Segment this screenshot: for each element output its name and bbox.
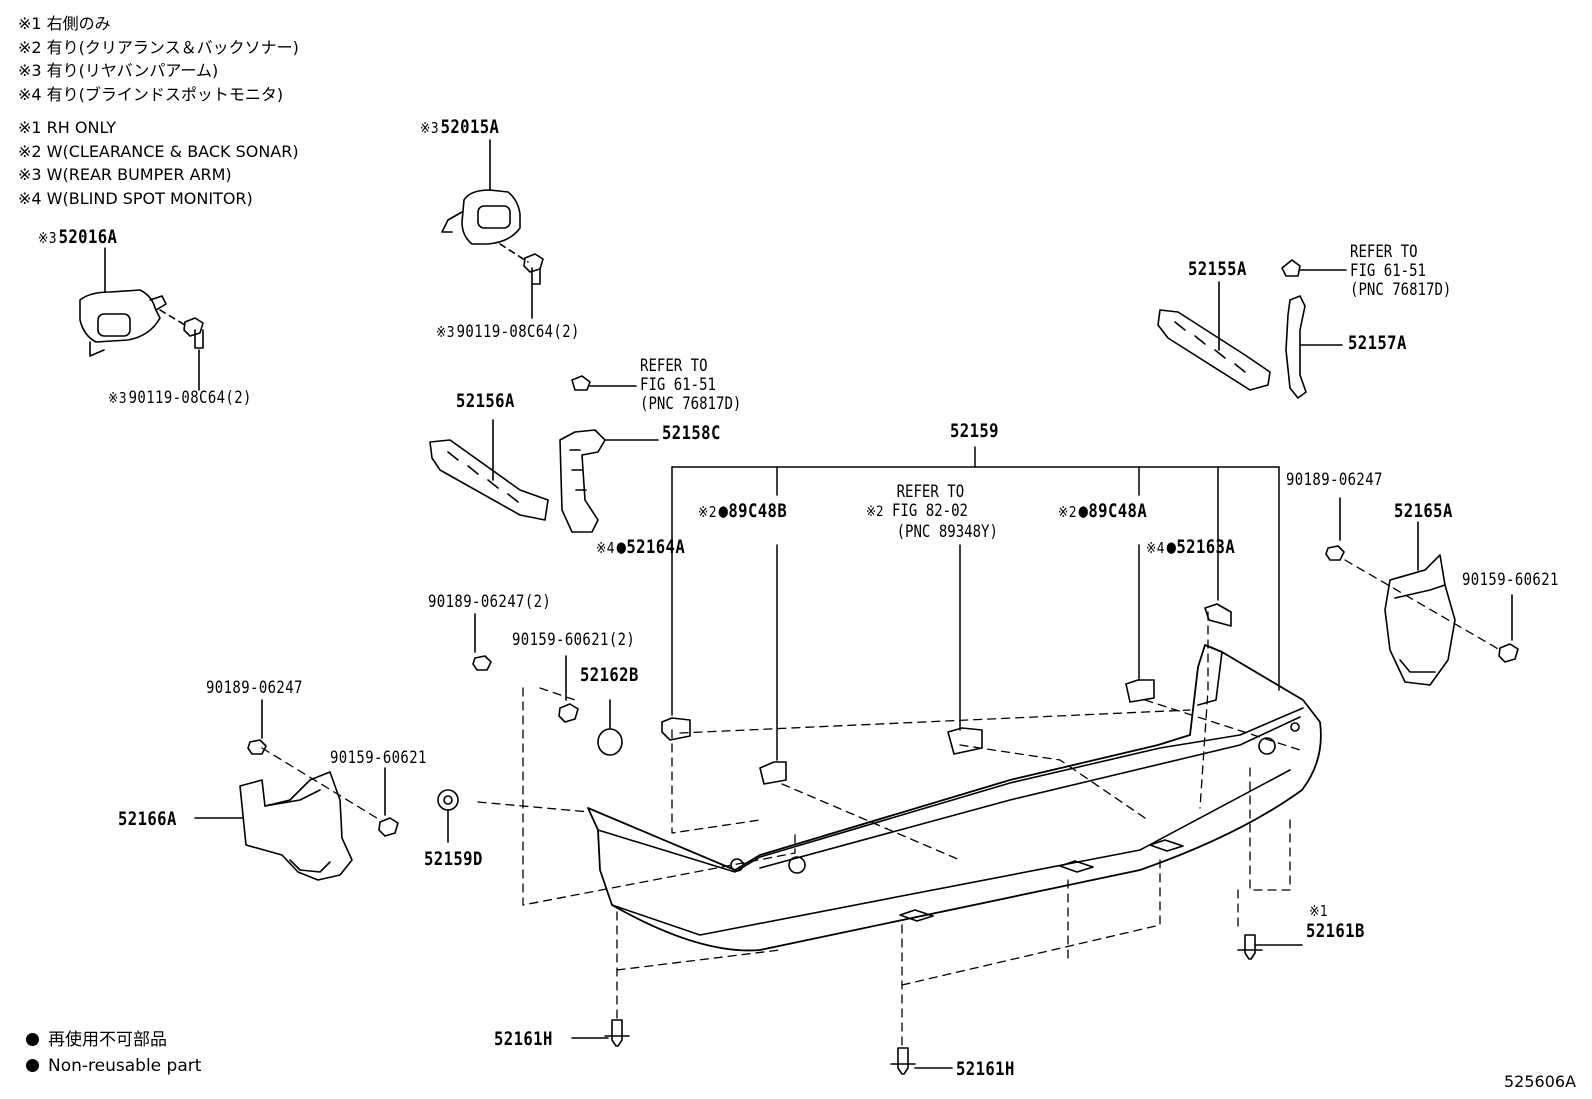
bullet-icon xyxy=(26,1059,39,1072)
option-mark: ※3 xyxy=(38,229,57,247)
part-number: ●89C48A xyxy=(1078,500,1148,522)
rear-bumper-arm-center xyxy=(441,139,544,319)
leader-lines-52159 xyxy=(671,446,1280,761)
part-label-52158C[interactable]: 52158C xyxy=(662,422,721,444)
ref-line: (PNC 89348Y) xyxy=(896,522,998,541)
part-number: 52015A xyxy=(440,116,500,138)
note-jp-4: ※4 有り(ブラインドスポットモニタ) xyxy=(18,84,284,104)
part-label-90159-60621-right[interactable]: 90159-60621 xyxy=(1462,570,1559,590)
reference-note-center[interactable]: REFER TO ※2 FIG 82-02 (PNC 89348Y) xyxy=(866,482,998,541)
ref-line: (PNC 76817D) xyxy=(640,394,742,413)
part-label-90189-06247-right[interactable]: 90189-06247 xyxy=(1286,470,1383,490)
part-label-90159-60621-2[interactable]: 90159-60621(2) xyxy=(512,630,636,650)
ref-line: REFER TO xyxy=(1350,242,1418,261)
clip-leaders xyxy=(571,944,1303,1069)
part-label-bolt-left-arm[interactable]: ※390119-08C64(2) xyxy=(108,388,252,408)
document-number: 525606A xyxy=(1504,1072,1577,1091)
part-label-52164A[interactable]: ※4●52164A xyxy=(596,536,685,558)
note-en-4: ※4 W(BLIND SPOT MONITOR) xyxy=(18,188,253,208)
note-jp-2: ※2 有り(クリアランス＆バックソナー) xyxy=(18,37,299,57)
option-mark: ※2 xyxy=(866,504,884,520)
note-jp-3: ※3 有り(リヤバンパアーム) xyxy=(18,61,219,80)
side-cover-right xyxy=(1384,521,1456,686)
reference-note-left[interactable]: REFER TO FIG 61-51 (PNC 76817D) xyxy=(640,356,741,413)
bumper-cover-drawing xyxy=(587,644,1322,952)
rear-bumper-arm-left xyxy=(79,247,204,391)
ref-line: REFER TO xyxy=(896,482,965,501)
option-mark: ※2 xyxy=(698,503,717,521)
part-number: 52161B xyxy=(1306,920,1365,942)
part-label-52159[interactable]: 52159 xyxy=(950,420,999,442)
part-label-52166A[interactable]: 52166A xyxy=(118,808,177,830)
side-brackets-left xyxy=(429,375,659,533)
option-mark: ※3 xyxy=(108,389,127,407)
part-label-52156A[interactable]: 52156A xyxy=(456,390,515,412)
part-label-90189-06247-2[interactable]: 90189-06247(2) xyxy=(428,592,552,612)
note-en-1: ※1 RH ONLY xyxy=(18,118,117,137)
part-number: 90119-08C64(2) xyxy=(128,388,252,408)
notes-english: ※1 RH ONLY ※2 W(CLEARANCE & BACK SONAR) … xyxy=(18,116,299,210)
part-label-52161H-left[interactable]: 52161H xyxy=(494,1028,553,1050)
part-label-bolt-center-arm[interactable]: ※390119-08C64(2) xyxy=(436,322,580,342)
part-label-52155A[interactable]: 52155A xyxy=(1188,258,1247,280)
ref-line: (PNC 76817D) xyxy=(1350,280,1452,299)
part-label-52159D[interactable]: 52159D xyxy=(424,848,483,870)
note-jp-1: ※1 右側のみ xyxy=(18,14,111,33)
part-label-90159-60621-left[interactable]: 90159-60621 xyxy=(330,748,427,768)
part-label-52157A[interactable]: 52157A xyxy=(1348,332,1407,354)
part-number: ●89C48B xyxy=(718,500,788,522)
part-label-90189-06247-left[interactable]: 90189-06247 xyxy=(206,678,303,698)
fasteners xyxy=(247,497,1519,1075)
legend: 再使用不可部品 Non-reusable part xyxy=(26,1027,201,1079)
part-label-52015A[interactable]: ※352015A xyxy=(420,116,499,138)
part-label-52163A[interactable]: ※4●52163A xyxy=(1146,536,1235,558)
legend-text: Non-reusable part xyxy=(48,1056,202,1076)
option-mark: ※4 xyxy=(596,539,615,557)
dashed-assembly-lines xyxy=(261,559,1501,1046)
option-mark: ※1 xyxy=(1309,902,1329,920)
ref-line-with-mark: ※2 FIG 82-02 xyxy=(866,501,998,522)
side-cover-left xyxy=(194,771,353,881)
part-label-89C48B[interactable]: ※2●89C48B xyxy=(698,500,787,522)
part-label-52161H-bottom[interactable]: 52161H xyxy=(956,1058,1015,1080)
ref-line: REFER TO xyxy=(640,356,708,375)
note-en-3: ※3 W(REAR BUMPER ARM) xyxy=(18,165,232,184)
part-label-89C48A[interactable]: ※2●89C48A xyxy=(1058,500,1147,522)
legend-text: 再使用不可部品 xyxy=(48,1030,167,1050)
notes-japanese: ※1 右側のみ ※2 有り(クリアランス＆バックソナー) ※3 有り(リヤバンパ… xyxy=(18,12,299,106)
reference-note-right[interactable]: REFER TO FIG 61-51 (PNC 76817D) xyxy=(1350,242,1451,299)
option-mark: ※4 xyxy=(1146,539,1165,557)
option-mark: ※3 xyxy=(436,323,455,341)
ref-line: FIG 61-51 xyxy=(1350,261,1426,280)
part-number: ●52164A xyxy=(616,536,686,558)
part-label-52016A[interactable]: ※352016A xyxy=(38,226,117,248)
sensor-retainers xyxy=(661,603,1232,785)
part-label-52165A[interactable]: 52165A xyxy=(1394,500,1453,522)
bullet-icon xyxy=(26,1033,39,1046)
side-brackets-right xyxy=(1157,259,1347,399)
legend-item-en: Non-reusable part xyxy=(26,1053,201,1079)
note-en-2: ※2 W(CLEARANCE & BACK SONAR) xyxy=(18,141,299,161)
part-number: ●52163A xyxy=(1166,536,1236,558)
option-mark: ※3 xyxy=(420,119,439,137)
part-number: 52016A xyxy=(58,226,118,248)
option-mark: ※2 xyxy=(1058,503,1077,521)
ref-line: FIG 61-51 xyxy=(640,375,716,394)
ref-line: FIG 82-02 xyxy=(891,501,968,520)
part-number: 90119-08C64(2) xyxy=(456,322,580,342)
legend-item-jp: 再使用不可部品 xyxy=(26,1027,201,1053)
part-label-52162B[interactable]: 52162B xyxy=(580,664,639,686)
